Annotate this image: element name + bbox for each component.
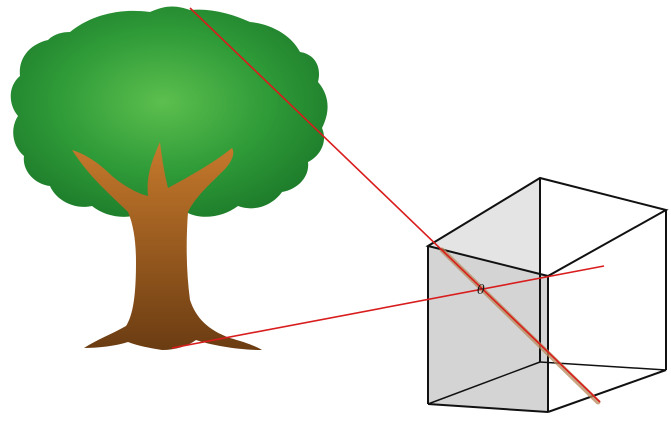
- aperture-label: θ: [477, 283, 485, 298]
- tree-foliage: [11, 7, 328, 220]
- pinhole-box: [428, 178, 666, 412]
- box-edge: [548, 370, 666, 412]
- tree: [11, 7, 328, 351]
